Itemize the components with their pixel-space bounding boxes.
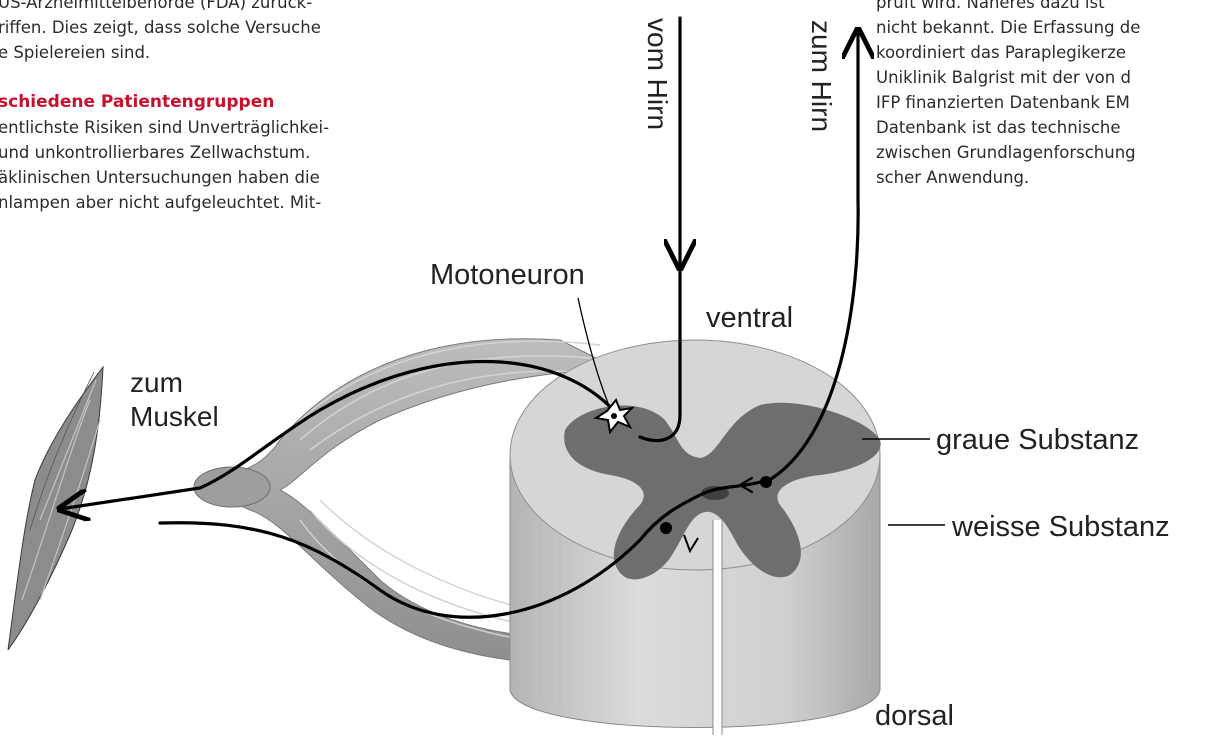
label-weisse-substanz: weisse Substanz xyxy=(951,511,1170,543)
label-dorsal: dorsal xyxy=(875,700,954,732)
label-zum-hirn: zum Hirn xyxy=(806,20,837,132)
label-vom-hirn: vom Hirn xyxy=(642,18,673,130)
muscle-illustration xyxy=(8,367,103,650)
label-ventral: ventral xyxy=(706,302,793,334)
label-graue-substanz: graue Substanz xyxy=(936,424,1139,456)
label-muskel: Muskel xyxy=(130,401,219,432)
label-zum: zum xyxy=(130,367,183,398)
label-motoneuron: Motoneuron xyxy=(430,259,585,291)
spinal-cord xyxy=(510,340,881,735)
